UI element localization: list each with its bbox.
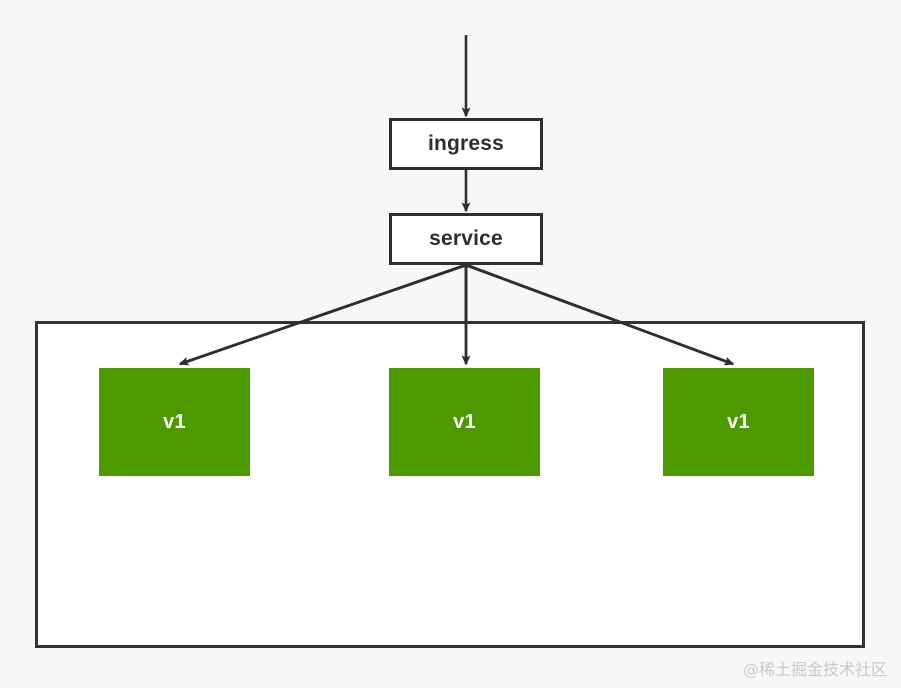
node-ingress-label: ingress <box>427 132 505 155</box>
node-pod-3[interactable]: v1 <box>663 368 814 476</box>
node-pod-3-label: v1 <box>727 410 750 433</box>
node-pod-1-label: v1 <box>163 410 186 433</box>
node-pod-2-label: v1 <box>453 410 476 433</box>
node-service[interactable]: service <box>389 213 543 265</box>
node-ingress[interactable]: ingress <box>389 118 543 170</box>
node-pod-2[interactable]: v1 <box>389 368 540 476</box>
node-service-label: service <box>429 227 503 250</box>
watermark-text: @稀土掘金技术社区 <box>742 660 887 679</box>
node-pod-1[interactable]: v1 <box>99 368 250 476</box>
